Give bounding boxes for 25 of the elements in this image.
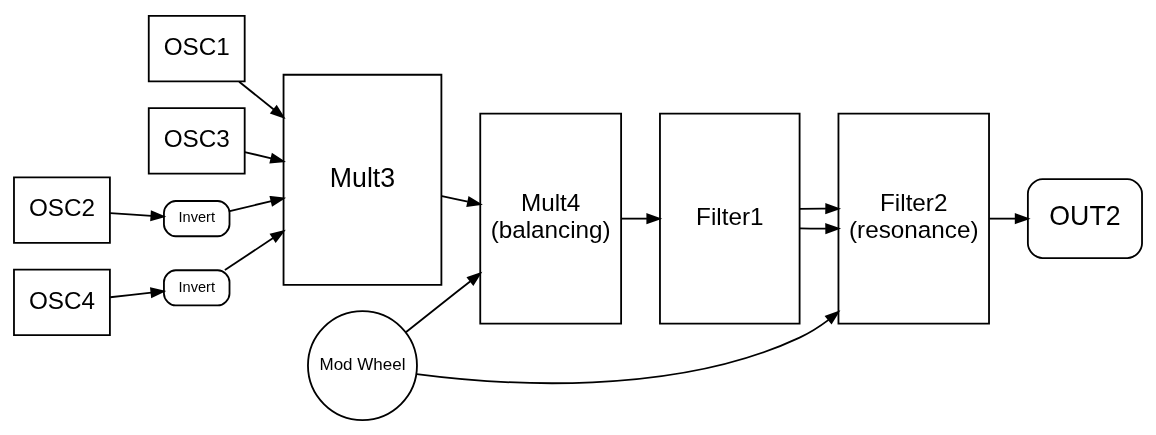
node-circle: Mod Wheel <box>307 309 418 421</box>
node-box: Invert <box>163 199 231 237</box>
node-box: OUT2 <box>1026 177 1143 259</box>
arrow <box>988 212 1031 224</box>
node-box: OSC3 <box>147 106 246 175</box>
arrow <box>224 229 286 271</box>
node-box: OSC2 <box>13 175 111 244</box>
node-box: OSC1 <box>147 14 246 82</box>
node-box: Filter1 <box>659 112 801 325</box>
node-box: Mult3 <box>282 73 443 286</box>
arrow <box>228 195 287 212</box>
arrow <box>404 271 483 333</box>
arrow <box>109 286 167 298</box>
arrow <box>238 80 286 119</box>
node-box: Mult4 (balancing) <box>479 112 622 325</box>
arrow <box>243 150 286 164</box>
arrow <box>415 309 841 384</box>
arrow <box>798 202 842 214</box>
arrow <box>798 222 842 234</box>
node-box: OSC4 <box>13 268 111 336</box>
arrow <box>109 209 167 221</box>
node-box: Filter2 (resonance) <box>837 112 990 325</box>
arrow <box>441 194 483 207</box>
node-box: Invert <box>163 268 231 306</box>
arrow <box>620 212 663 224</box>
